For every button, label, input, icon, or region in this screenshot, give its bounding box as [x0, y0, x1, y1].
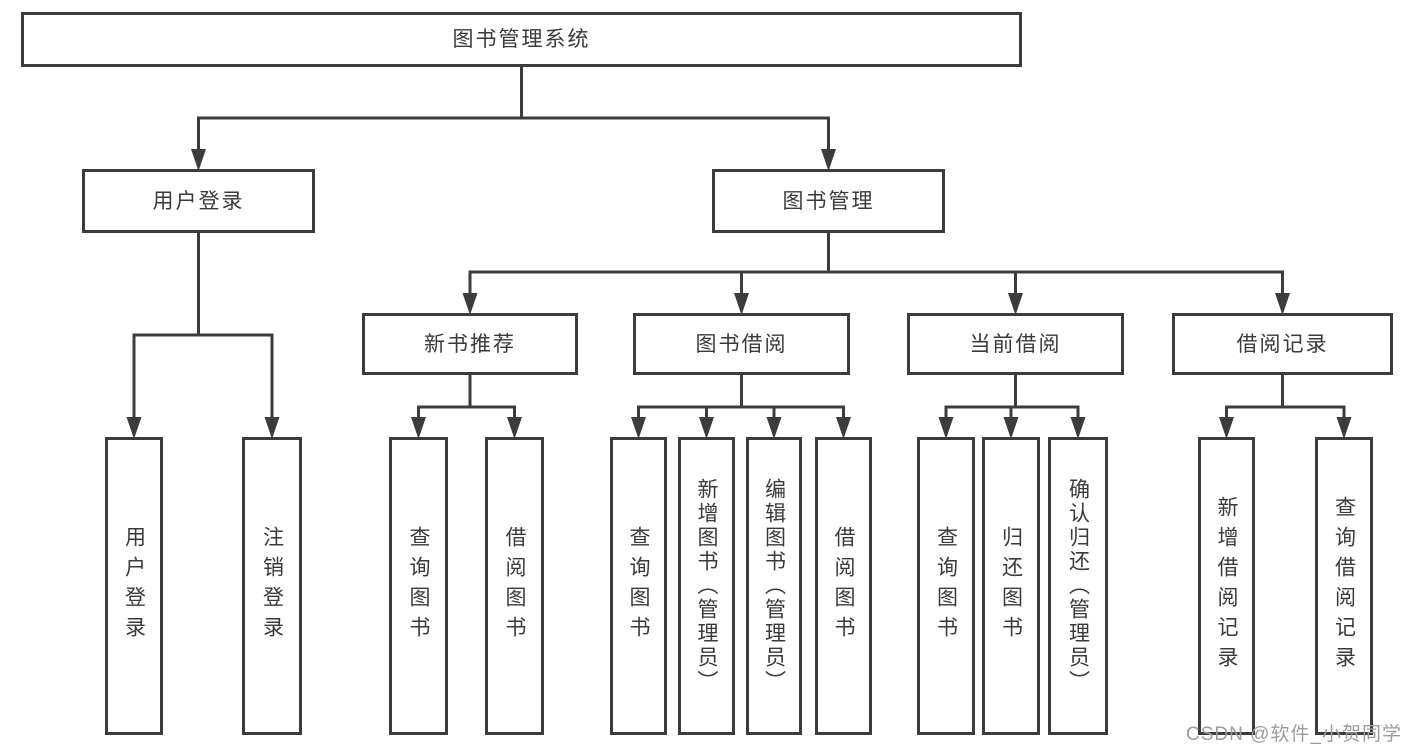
- leaf-query-borrow-record: 查询借阅记录: [1315, 437, 1373, 735]
- node-user-login-label: 用户登录: [152, 189, 245, 213]
- arrowhead-icon: [836, 417, 851, 439]
- arrowhead-icon: [631, 417, 646, 439]
- node-new-book-recommend-label: 新书推荐: [424, 332, 516, 356]
- leaf-query-borrow-record-label: 查询借阅记录: [1332, 496, 1356, 676]
- arrowhead-icon: [411, 417, 426, 439]
- node-current-borrow: 当前借阅: [907, 313, 1124, 375]
- arrowhead-icon: [1008, 293, 1023, 315]
- arrowhead-icon: [1003, 417, 1019, 439]
- leaf-query-books-1-label: 查询图书: [407, 526, 430, 646]
- leaf-query-books-2-label: 查询图书: [627, 526, 650, 646]
- connector-group: [1219, 375, 1352, 439]
- leaf-edit-book-admin: 编辑图书（管理员）: [746, 437, 802, 735]
- connector-group: [938, 375, 1086, 439]
- arrowhead-icon: [938, 417, 954, 439]
- connector-group: [191, 67, 836, 171]
- arrowhead-icon: [1336, 417, 1352, 439]
- leaf-borrow-books-1: 借阅图书: [485, 437, 544, 735]
- arrowhead-icon: [507, 417, 522, 439]
- leaf-add-borrow-record: 新增借阅记录: [1198, 437, 1255, 735]
- node-book-borrow-label: 图书借阅: [695, 332, 788, 356]
- node-book-mgmt: 图书管理: [712, 169, 945, 233]
- arrowhead-icon: [1275, 293, 1290, 315]
- node-root-label: 图书管理系统: [452, 28, 591, 51]
- leaf-query-books-3-label: 查询图书: [934, 526, 958, 646]
- leaf-user-login-label: 用户登录: [122, 526, 146, 646]
- leaf-borrow-books-2-label: 借阅图书: [832, 526, 855, 646]
- arrowhead-icon: [1070, 417, 1086, 439]
- leaf-add-book-admin: 新增图书（管理员）: [678, 437, 735, 735]
- connector-group: [631, 375, 851, 439]
- node-new-book-recommend: 新书推荐: [362, 313, 578, 375]
- leaf-add-borrow-record-label: 新增借阅记录: [1215, 496, 1238, 676]
- leaf-logout: 注销登录: [242, 437, 302, 735]
- leaf-user-login: 用户登录: [105, 437, 163, 735]
- leaf-confirm-return-admin-label: 确认归还（管理员）: [1066, 478, 1090, 694]
- leaf-return-book: 归还图书: [982, 437, 1040, 735]
- node-book-borrow: 图书借阅: [633, 313, 850, 375]
- node-current-borrow-label: 当前借阅: [969, 332, 1062, 356]
- arrowhead-icon: [126, 417, 142, 439]
- node-root: 图书管理系统: [21, 12, 1022, 67]
- arrowhead-icon: [1219, 417, 1234, 439]
- leaf-query-books-1: 查询图书: [389, 437, 448, 735]
- watermark: CSDN @软件_小贺同学: [1186, 724, 1402, 745]
- leaf-add-book-admin-label: 新增图书（管理员）: [695, 478, 718, 694]
- arrowhead-icon: [766, 417, 782, 439]
- node-borrow-records-label: 借阅记录: [1236, 332, 1329, 356]
- leaf-borrow-books-2: 借阅图书: [815, 437, 872, 735]
- node-user-login: 用户登录: [82, 169, 315, 233]
- leaf-query-books-3: 查询图书: [917, 437, 975, 735]
- leaf-borrow-books-1-label: 借阅图书: [503, 526, 526, 646]
- node-book-mgmt-label: 图书管理: [782, 189, 875, 213]
- arrowhead-icon: [462, 293, 478, 315]
- leaf-return-book-label: 归还图书: [999, 526, 1023, 646]
- arrowhead-icon: [699, 417, 714, 439]
- leaf-confirm-return-admin: 确认归还（管理员）: [1048, 437, 1108, 735]
- arrowhead-icon: [191, 149, 206, 171]
- leaf-edit-book-admin-label: 编辑图书（管理员）: [762, 478, 786, 694]
- leaf-query-books-2: 查询图书: [610, 437, 667, 735]
- node-borrow-records: 借阅记录: [1172, 313, 1393, 375]
- arrowhead-icon: [734, 293, 749, 315]
- connector-group: [411, 375, 522, 439]
- leaf-logout-label: 注销登录: [260, 526, 284, 646]
- arrowhead-icon: [821, 149, 836, 171]
- arrowhead-icon: [264, 417, 280, 439]
- connector-group: [126, 233, 280, 439]
- connector-group: [462, 233, 1290, 315]
